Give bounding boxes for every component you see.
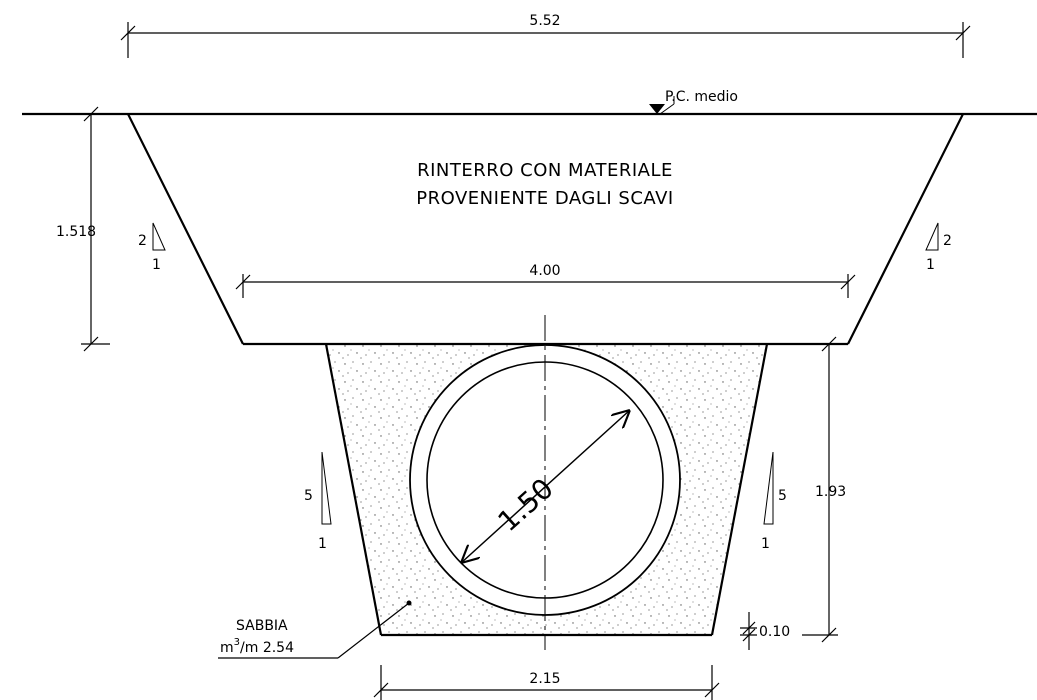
- upper-right-slope-run: 1: [926, 257, 935, 273]
- upper-right-slope-indicator: 2 1: [925, 222, 952, 273]
- top-width-label: 5.52: [529, 13, 560, 29]
- sand-label: SABBIA: [236, 618, 288, 634]
- sand-leader-note: SABBIA m3/m 2.54: [218, 600, 412, 659]
- upper-right-wall: [847, 113, 964, 345]
- upper-depth-label: 1.518: [56, 224, 96, 240]
- lower-left-slope-indicator: 5 1: [304, 451, 332, 552]
- top-width-dimension: 5.52: [120, 13, 971, 58]
- mid-width-dimension: 4.00: [235, 263, 856, 298]
- pipe-diameter-arrow: [461, 410, 630, 563]
- lower-left-slope-run: 1: [318, 536, 327, 552]
- lower-left-slope-rise: 5: [304, 488, 313, 504]
- fill-note-line1: RINTERRO CON MATERIALE: [417, 160, 673, 181]
- mid-width-label: 4.00: [529, 263, 560, 279]
- lower-left-wall: [324, 343, 383, 636]
- upper-left-slope-rise: 2: [138, 233, 147, 249]
- bedding-thickness-label: 0.10: [759, 624, 790, 640]
- upper-left-slope-run: 1: [152, 257, 161, 273]
- upper-depth-dimension: 1.518: [56, 106, 128, 352]
- bottom-width-dimension: 2.15: [373, 665, 720, 700]
- lower-right-slope-rise: 5: [778, 488, 787, 504]
- sand-quantity: m3/m 2.54: [220, 637, 294, 656]
- level-triangle-icon: [649, 104, 665, 114]
- lower-right-slope-run: 1: [761, 536, 770, 552]
- lower-depth-dimension: 1.93: [767, 336, 846, 643]
- bottom-width-label: 2.15: [529, 671, 560, 687]
- upper-right-slope-rise: 2: [943, 233, 952, 249]
- lower-right-slope-indicator: 5 1: [761, 451, 787, 552]
- lower-right-wall: [710, 343, 769, 636]
- fill-note-line2: PROVENIENTE DAGLI SCAVI: [416, 188, 673, 209]
- upper-left-wall: [127, 113, 244, 345]
- lower-depth-label: 1.93: [815, 484, 846, 500]
- ground-level-marker: P.C. medio: [649, 89, 738, 115]
- bedding-thickness-dimension: 0.10: [740, 612, 790, 650]
- upper-left-slope-indicator: 2 1: [138, 222, 166, 273]
- ground-level-label: P.C. medio: [665, 89, 738, 105]
